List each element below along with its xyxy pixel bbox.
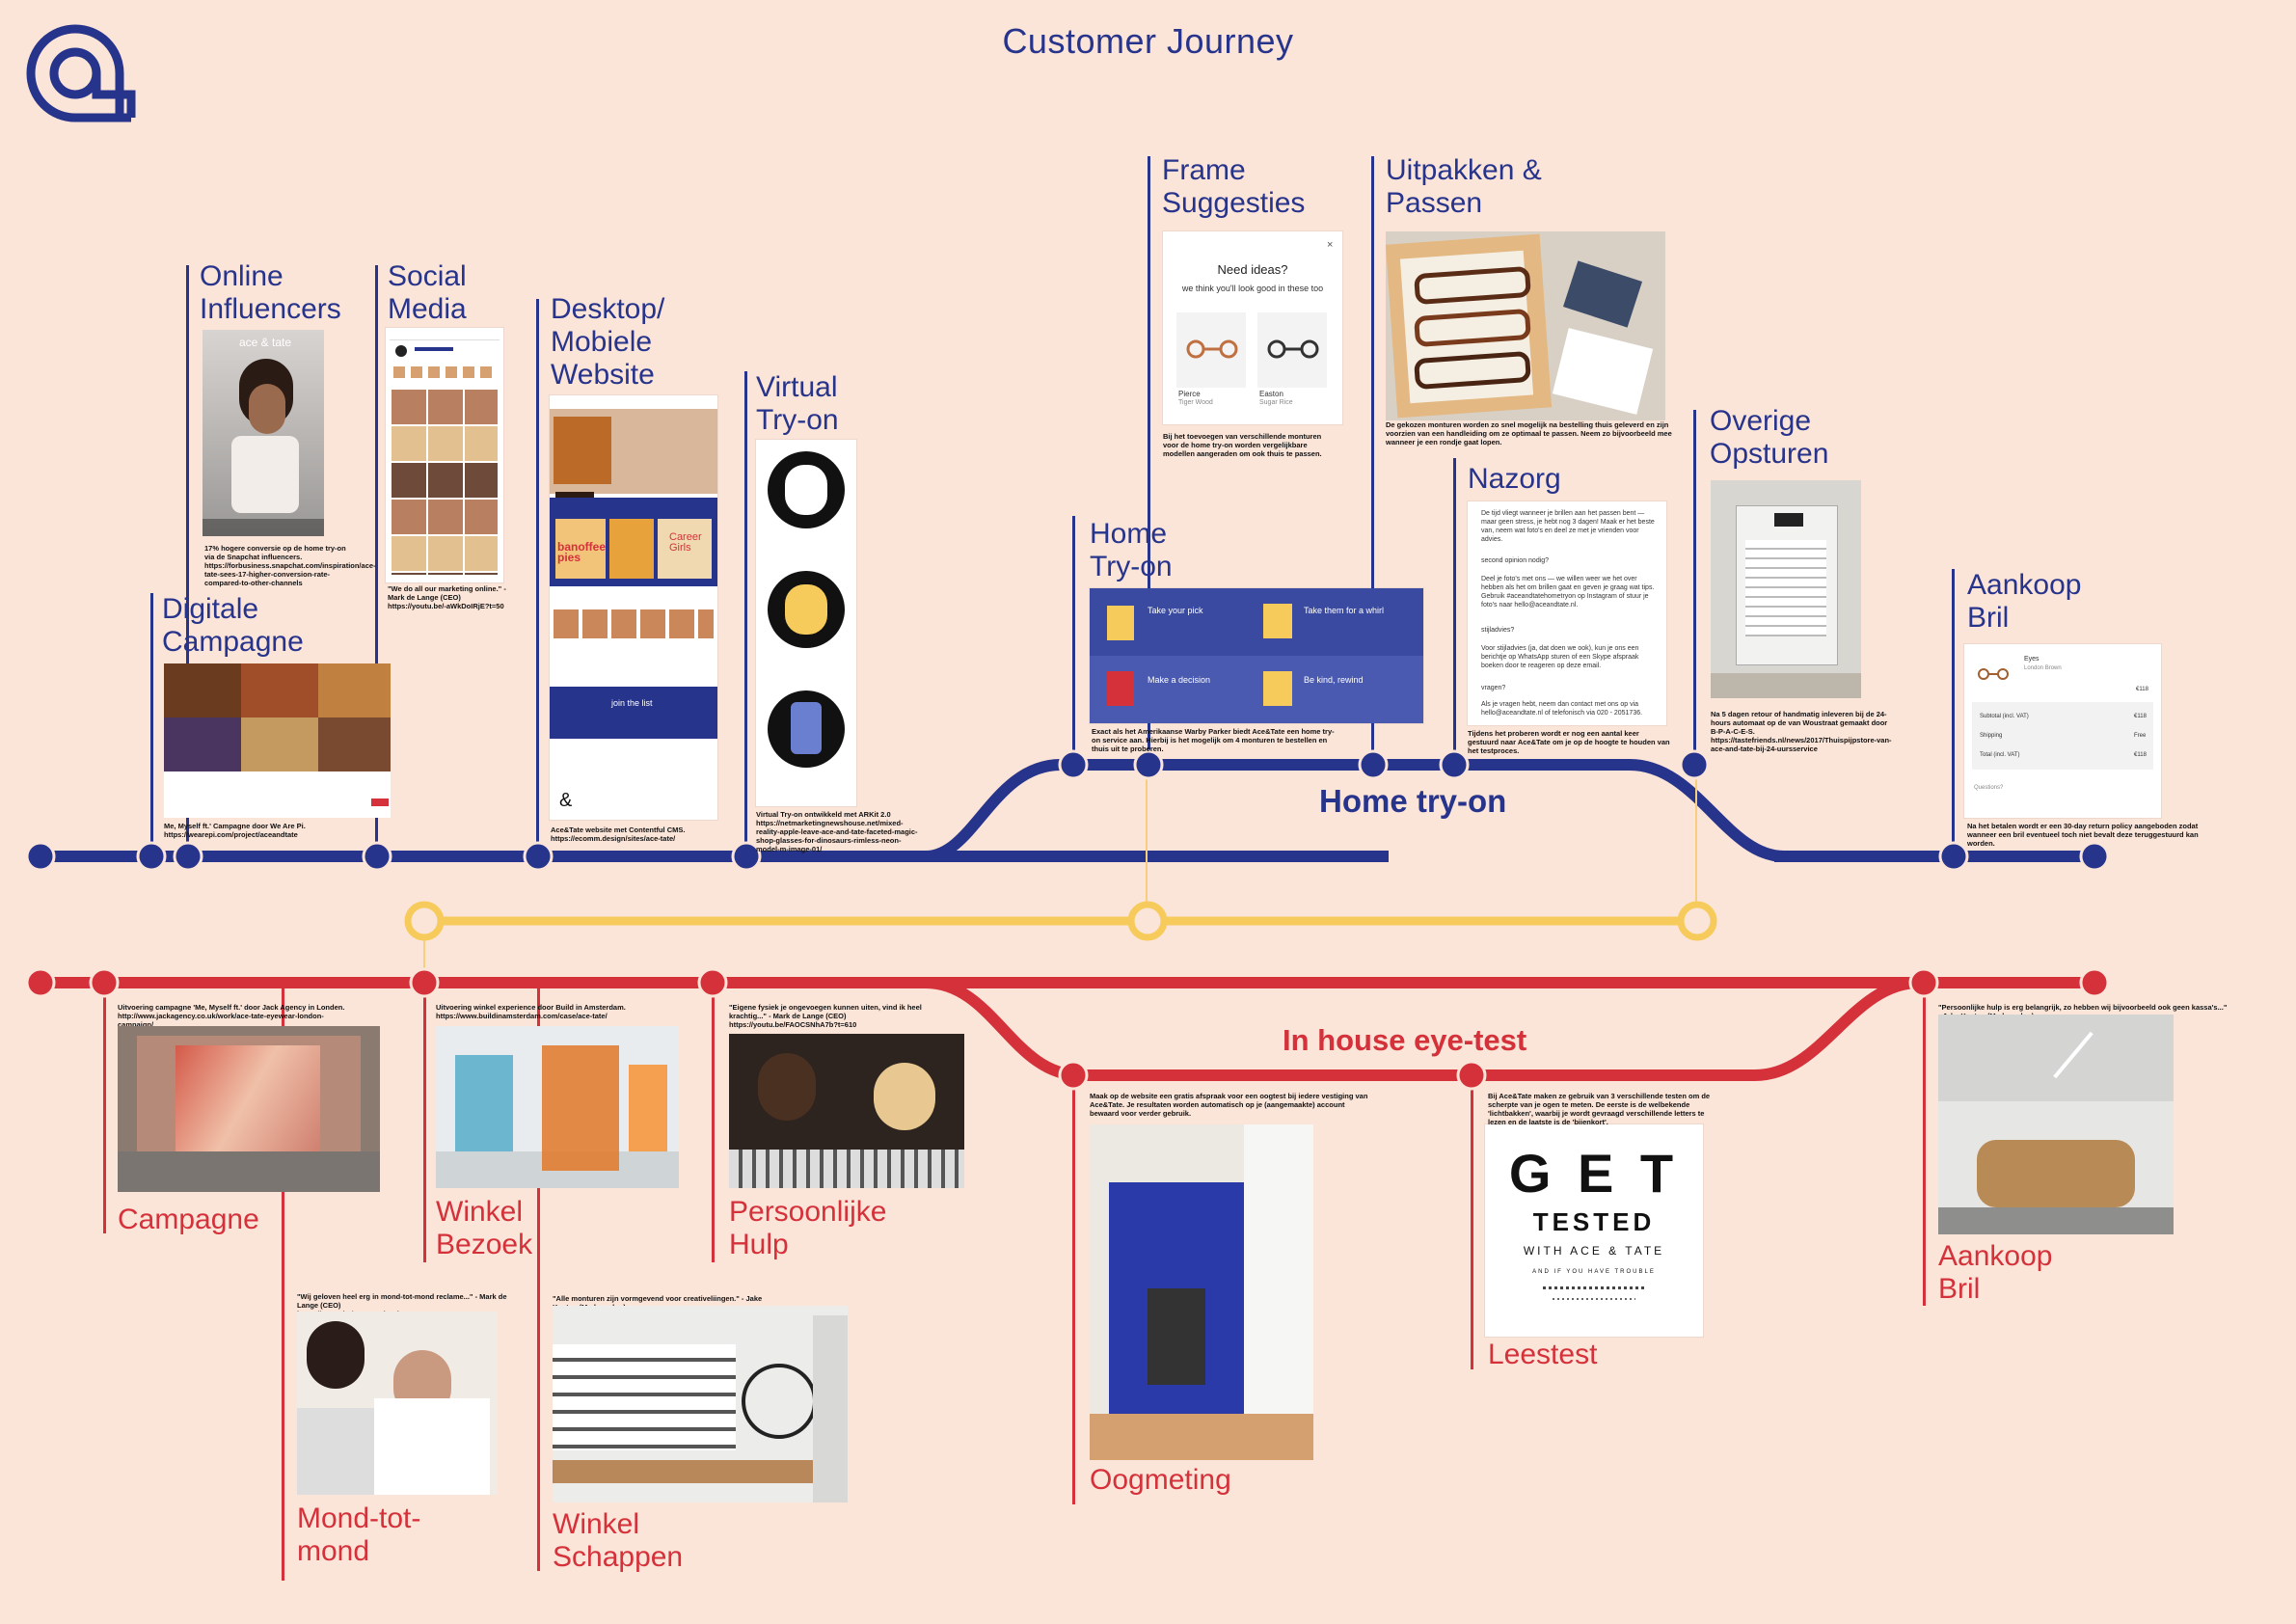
station-website[interactable]: Desktop/ Mobiele Website	[551, 293, 665, 391]
uitpakken-caption: De gekozen monturen worden zo snel mogel…	[1386, 420, 1672, 447]
glasses-icon	[1267, 339, 1319, 359]
virtual-tryon-screenshot	[756, 440, 856, 806]
unboxing-photo	[1386, 231, 1665, 420]
overige-caption: Na 5 dagen retour of handmatig inleveren…	[1711, 710, 1892, 753]
station-digitale-campagne[interactable]: Digitale Campagne	[162, 593, 304, 658]
aankoop-offline-photo	[1938, 1015, 2174, 1234]
station-persoonlijke-hulp[interactable]: Persoonlijke Hulp	[729, 1196, 887, 1260]
oogmeting-caption: Maak op de website een gratis afspraak v…	[1090, 1092, 1368, 1118]
step-label: Be kind, rewind	[1304, 675, 1364, 685]
station-frame-suggesties[interactable]: Frame Suggesties	[1162, 154, 1306, 219]
checkout-screenshot: Eyes London Brown €118 Subtotal (incl. V…	[1964, 644, 2161, 818]
page-title: Customer Journey	[1002, 21, 1294, 61]
station-home-tryon[interactable]: Home Try-on	[1090, 518, 1173, 582]
persoonlijke-photo	[729, 1034, 964, 1188]
home-tryon-steps: Take your pick Take them for a whirl Mak…	[1090, 588, 1423, 723]
at-sign-logo-icon	[26, 24, 136, 122]
station-winkel-schappen[interactable]: Winkel Schappen	[553, 1508, 684, 1573]
social-caption: "We do all our marketing online." - Mark…	[388, 584, 506, 610]
digitale-campagne-caption: Me, Myself ft.' Campagne door We Are Pi.…	[164, 822, 306, 839]
leestest-caption: Bij Ace&Tate maken ze gebruik van 3 vers…	[1488, 1092, 1711, 1126]
winkel-schappen-photo	[553, 1306, 848, 1502]
station-uitpakken[interactable]: Uitpakken & Passen	[1386, 154, 1542, 219]
nazorg-caption: Tijdens het proberen wordt er nog een aa…	[1468, 729, 1670, 755]
station-social-media[interactable]: Social Media	[388, 260, 467, 325]
instagram-screenshot	[386, 328, 503, 582]
station-oogmeting[interactable]: Oogmeting	[1090, 1464, 1231, 1496]
station-campagne[interactable]: Campagne	[118, 1204, 259, 1235]
offline-branch-label: In house eye-test	[1283, 1023, 1527, 1057]
winkel-bezoek-photo	[436, 1026, 679, 1188]
station-leestest[interactable]: Leestest	[1488, 1339, 1598, 1370]
get-tested-poster: G E T TESTED WITH ACE & TATE AND IF YOU …	[1485, 1124, 1703, 1337]
step-label: Take your pick	[1148, 606, 1203, 615]
station-virtual-tryon[interactable]: Virtual Try-on	[756, 371, 839, 436]
website-caption: Ace&Tate website met Contentful CMS. htt…	[551, 826, 686, 843]
nazorg-email: De tijd vliegt wanneer je brillen aan he…	[1468, 501, 1666, 725]
aankoop-online-caption: Na het betalen wordt er een 30-day retur…	[1967, 822, 2199, 848]
online-branch-label: Home try-on	[1319, 783, 1507, 819]
mond-photo	[297, 1312, 498, 1495]
campagne-caption: Uitvoering campagne 'Me, Myself ft.' doo…	[118, 1003, 345, 1029]
station-online-influencers[interactable]: Online Influencers	[200, 260, 341, 325]
close-icon: ×	[1327, 239, 1334, 251]
influencer-video-image: ace & tate	[203, 330, 324, 536]
station-winkel-bezoek[interactable]: Winkel Bezoek	[436, 1196, 533, 1260]
glasses-icon	[1978, 668, 2009, 680]
automaat-photo	[1711, 480, 1861, 698]
station-nazorg[interactable]: Nazorg	[1468, 463, 1561, 495]
step-label: Make a decision	[1148, 675, 1211, 685]
frame-caption: Bij het toevoegen van verschillende mont…	[1163, 432, 1322, 458]
persoonlijke-caption: "Eigene fysiek je ongevoegen kunnen uite…	[729, 1003, 922, 1029]
offline-branch-line	[925, 977, 1920, 1081]
station-overige-opsturen[interactable]: Overige Opsturen	[1710, 405, 1829, 470]
frame-suggestions-popup: × Need ideas? we think you'll look good …	[1163, 231, 1342, 424]
online-branch-line	[925, 759, 1785, 862]
campagne-photo	[118, 1026, 380, 1192]
glasses-icon	[1186, 339, 1238, 359]
step-label: Take them for a whirl	[1304, 606, 1385, 615]
winkel-bezoek-caption: Uitvoering winkel experience door Build …	[436, 1003, 626, 1020]
station-mond-tot-mond[interactable]: Mond-tot- mond	[297, 1502, 421, 1567]
digitale-campagne-image	[164, 663, 391, 818]
station-aankoop-offline[interactable]: Aankoop Bril	[1938, 1240, 2053, 1305]
virtual-caption: Virtual Try-on ontwikkeld met ARKit 2.0 …	[756, 810, 918, 853]
station-aankoop-online[interactable]: Aankoop Bril	[1967, 569, 2082, 634]
home-tryon-caption: Exact als het Amerikaanse Warby Parker b…	[1092, 727, 1335, 753]
oogmeting-photo	[1090, 1124, 1313, 1460]
website-screenshot: banoffee pies Career Girls join the list…	[550, 395, 717, 820]
influencer-caption: 17% hogere conversie op de home try-on v…	[204, 544, 376, 587]
